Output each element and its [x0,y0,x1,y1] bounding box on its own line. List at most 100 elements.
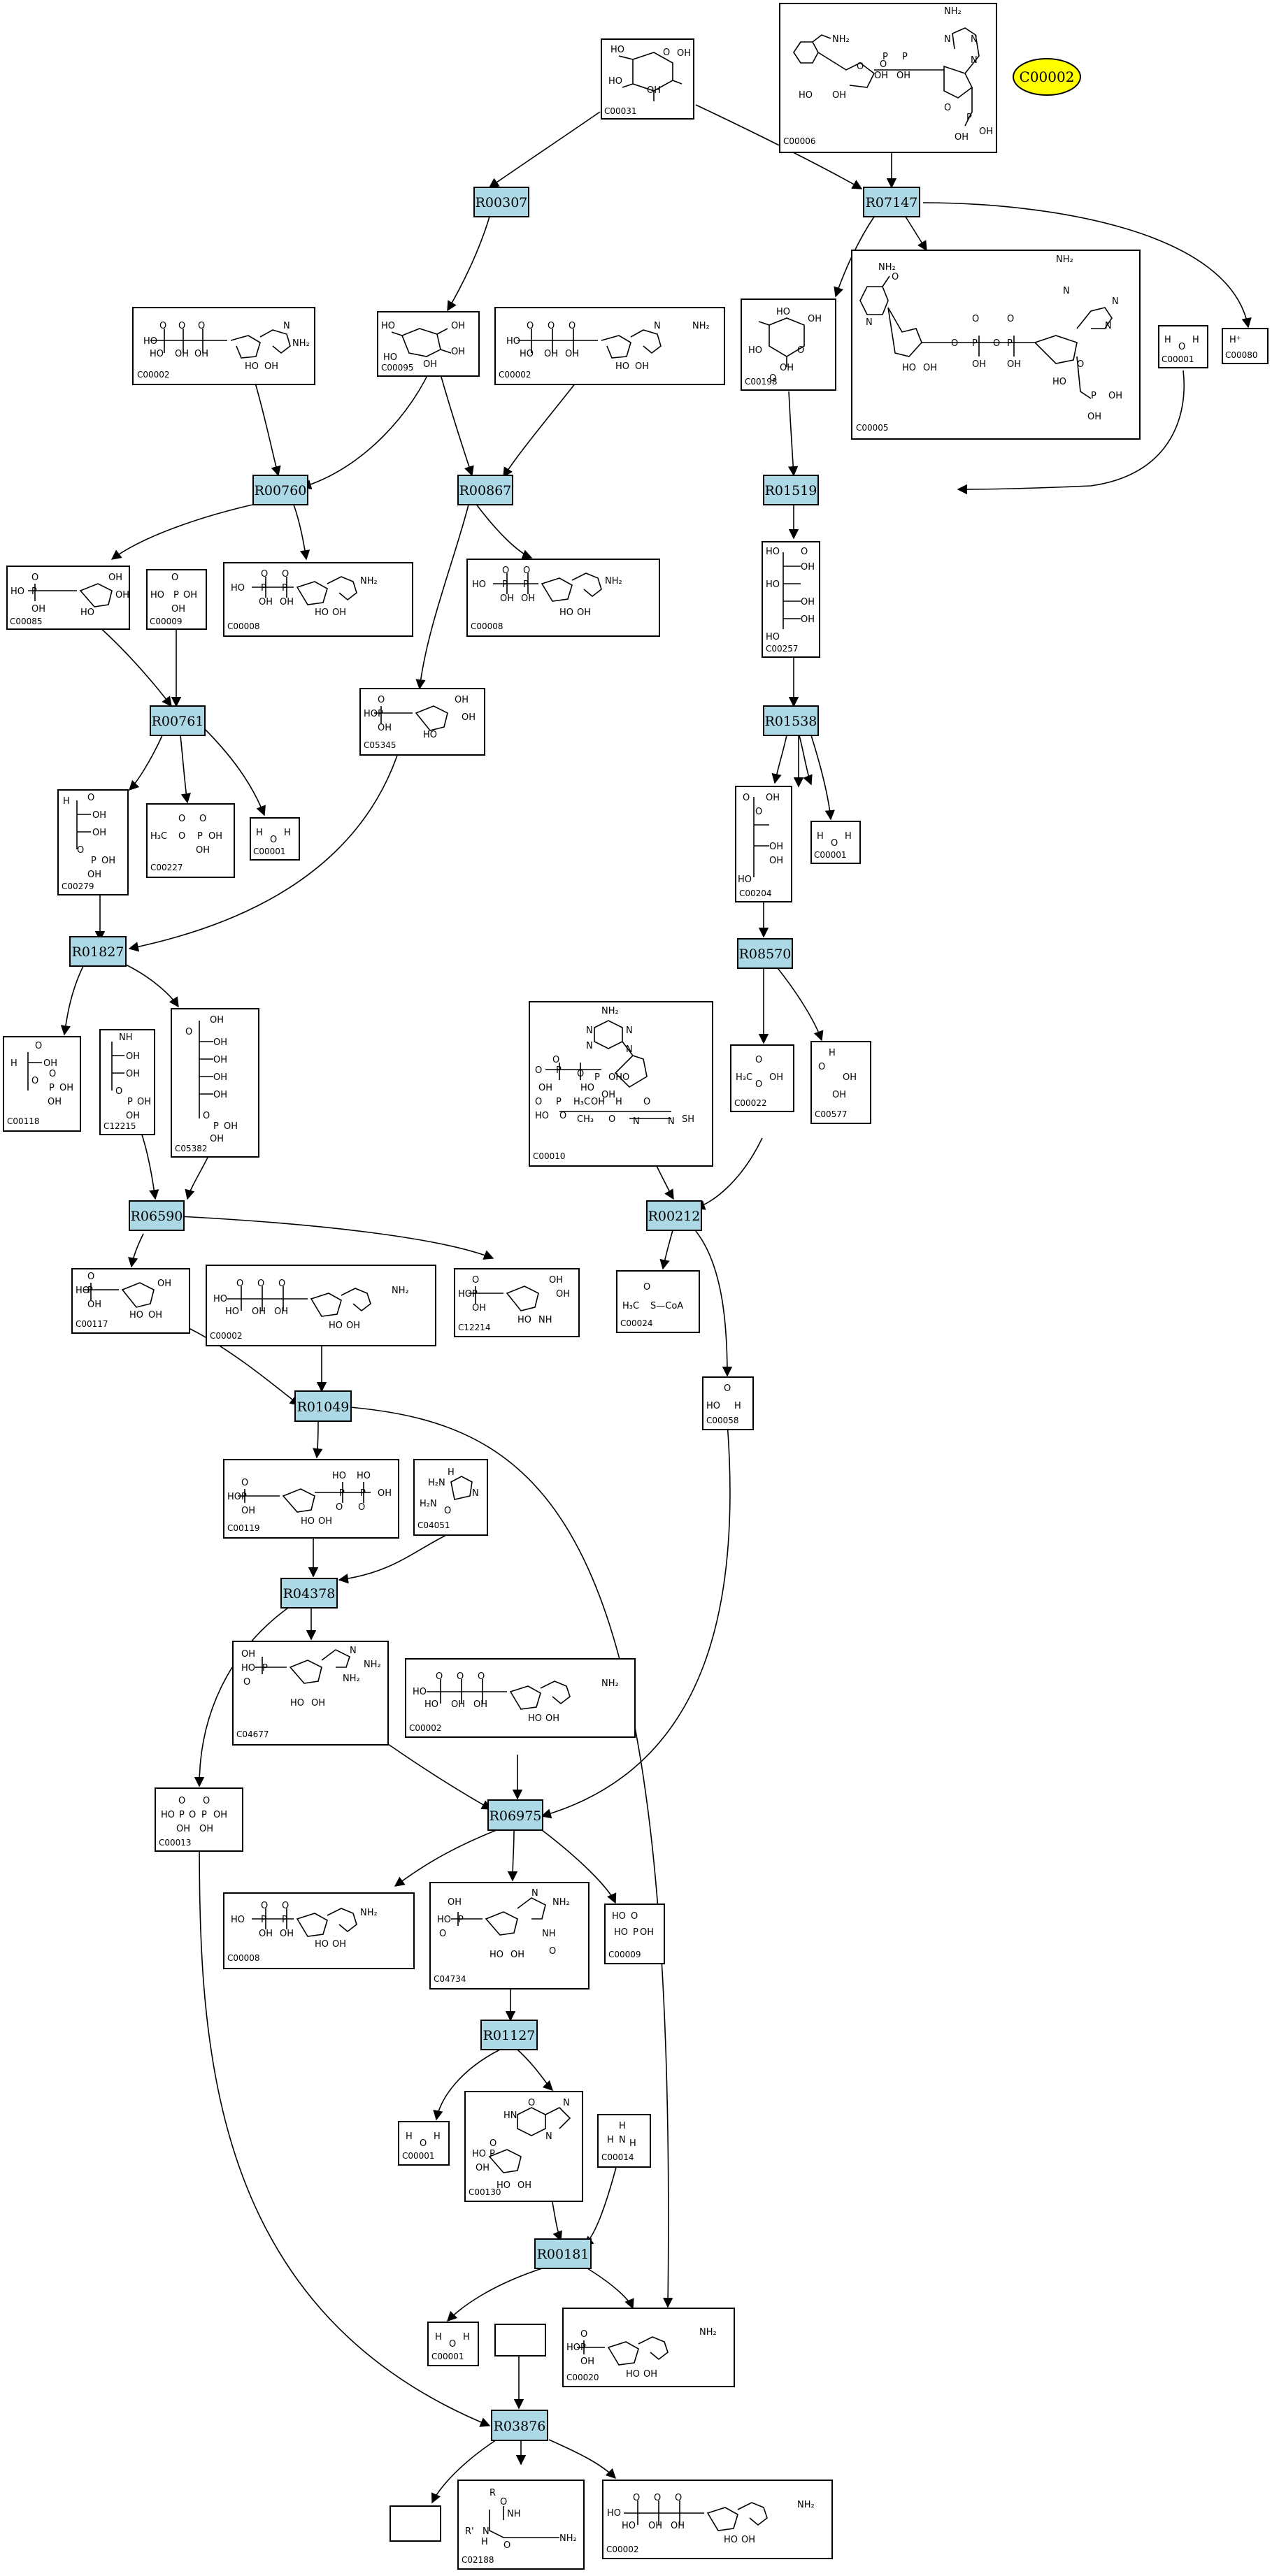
compound-node[interactable]: HO O O P P OH OH NH₂ HO OH C00008 [223,1892,415,1969]
compound-label: C00008 [227,621,260,631]
compound-node[interactable]: O O H₃C O P OH OH C00227 [146,803,235,878]
compound-node[interactable]: OH O OH OH OH OH O P OH OH C05382 [171,1008,259,1158]
compound-node[interactable]: O HN N N HO O P OH HO OH C00130 [464,2091,583,2202]
compound-node[interactable]: HO O P OH OH OH HO C00085 [6,566,130,630]
compound-node[interactable]: HO O O O HO OH OH N NH₂ HO OH C00002 [494,307,725,385]
svg-text:OH: OH [199,1824,213,1834]
svg-text:P: P [523,580,529,590]
svg-text:OH: OH [175,349,189,359]
compound-node[interactable]: HO O O O HO OH OH N NH₂ HO OH C00002 [132,307,315,385]
svg-text:O: O [892,272,899,282]
compound-node[interactable]: HO O O O HO OH OH NH₂ HO OH C00002 [405,1658,636,1738]
compound-node[interactable]: HO OH OH HO OH C00095 [377,311,480,377]
svg-text:OH: OH [462,712,476,723]
svg-text:HO: HO [902,363,916,373]
reaction-node[interactable]: R01519 [763,475,819,505]
reaction-node[interactable]: R06975 [487,1799,543,1831]
compound-nodes: O OH HO HO OH C00031 NH₂ O O P P OH OH N… [3,3,1269,2570]
reaction-label: R06975 [490,1808,542,1824]
svg-text:O: O [880,59,887,70]
compound-node[interactable]: H H₂N N H₂N O C04051 [413,1459,488,1536]
compound-node[interactable]: NH₂ O O P P OH OH NH₂ N N N P OH OH HO O… [779,3,997,153]
compound-node[interactable]: HO O OH HO OH OH HO C00257 [762,541,820,658]
svg-text:P: P [87,1286,93,1296]
compound-node[interactable]: O OH O OH OH HO C00204 [735,786,792,902]
svg-text:O: O [178,831,185,842]
svg-text:OH: OH [183,590,197,600]
compound-node[interactable]: H H N H C00014 [597,2114,651,2168]
compound-node[interactable]: O O HO P O P OH OH OH C00013 [155,1787,243,1852]
reaction-node[interactable]: R03876 [491,2410,548,2441]
compound-node[interactable]: HO O P OH HO HO P P OH O O HO OH C00119 [223,1459,399,1539]
compound-label: C00002 [210,1331,243,1341]
compound-node[interactable]: HO O O P P OH OH NH₂ HO OH C00008 [466,559,660,637]
compound-node[interactable]: HO OH HO O OH O C00198 [741,298,836,391]
svg-text:O: O [633,2493,640,2503]
reaction-node[interactable]: R00761 [150,705,206,736]
reaction-node[interactable]: R00181 [534,2238,592,2269]
svg-text:SH: SH [682,1114,694,1125]
compound-node[interactable]: OH HO P O N NH₂ NH O HO OH C04734 [429,1882,590,1989]
reaction-node[interactable]: R00212 [646,1200,702,1231]
compound-node[interactable]: HO O P OH OH OH HO C05345 [359,688,485,756]
reaction-node[interactable]: R01049 [294,1390,352,1422]
compound-node[interactable]: H O H C00001 [398,2121,450,2166]
svg-text:OH: OH [92,810,106,821]
svg-text:OH: OH [346,1321,360,1331]
svg-text:HO: HO [80,607,94,618]
compound-node[interactable]: O OH HO HO OH C00031 [601,38,694,120]
compound-node[interactable]: H O H C00001 [810,821,861,864]
compound-node[interactable]: R O NH R' N H O NH₂ C02188 [457,2480,585,2570]
compound-label: C00024 [620,1318,653,1328]
compound-node[interactable]: NH₂ O N O O P OH O O P OH NH₂ N N N O P … [851,250,1141,440]
svg-text:HO: HO [622,2521,636,2531]
compound-node[interactable]: O H₃C O OH C00022 [730,1044,794,1112]
reaction-node[interactable]: R01827 [69,936,127,967]
compound-label: C04734 [434,1974,466,1984]
compound-node[interactable]: HO O P OH OH OH HO NH C12214 [454,1268,580,1337]
svg-text:O: O [755,1055,762,1065]
compound-node[interactable]: O H OH O O P OH OH C00118 [3,1036,81,1132]
svg-text:OH: OH [549,1275,563,1286]
svg-text:OH: OH [455,695,469,705]
reaction-node[interactable]: R00867 [457,475,513,505]
compound-node[interactable]: HO O P OH OH HO OH C00117 [71,1268,190,1334]
compound-node[interactable]: O HO H C00058 [702,1376,754,1430]
compound-node[interactable]: NH₂ N N N N O O P O P OH O OH HO OH O P … [529,1001,713,1167]
svg-text:OH: OH [801,597,815,607]
reaction-node[interactable]: R06590 [129,1200,185,1231]
svg-text:O: O [535,1097,542,1107]
compound-node[interactable]: NH OH OH O P OH OH C12215 [99,1029,155,1135]
reaction-node[interactable]: R00760 [252,475,308,505]
reaction-node[interactable]: R00307 [473,187,529,217]
compound-node[interactable]: OH HO P O N NH₂ NH₂ HO OH C04677 [232,1641,389,1746]
svg-text:OH: OH [780,363,794,373]
compound-label: C00009 [608,1950,641,1959]
compound-node[interactable]: H O H C00001 [1158,325,1208,368]
highlight-node[interactable]: C00002 [1013,58,1081,96]
compound-node[interactable]: H O OH OH C00577 [810,1041,871,1124]
compound-node[interactable]: H O H C00001 [250,817,300,861]
svg-text:NH: NH [542,1929,556,1939]
compound-node[interactable] [390,2505,441,2542]
svg-text:HO: HO [766,580,780,590]
compound-node[interactable]: HO O P OH NH₂ HO OH C00020 [562,2308,735,2387]
reaction-node[interactable]: R04378 [280,1578,338,1609]
reaction-label: R01127 [483,2028,536,2043]
compound-node[interactable]: H O H C00001 [427,2322,479,2366]
compound-label: C00002 [409,1723,442,1733]
compound-node[interactable]: O H₃C S—CoA C00024 [616,1270,700,1333]
compound-node[interactable]: HO O O O HO OH OH NH₂ HO OH C00002 [206,1265,436,1346]
compound-node[interactable]: HO O O O HO OH OH NH₂ HO OH C00002 [602,2480,833,2559]
compound-node[interactable]: H⁺ C00080 [1222,328,1269,364]
reaction-node[interactable]: R07147 [863,187,920,217]
reaction-node[interactable]: R01127 [480,2020,538,2050]
compound-node[interactable]: HO O O P P OH OH NH₂ HO OH C00008 [223,562,413,637]
reaction-node[interactable]: R01538 [763,705,819,736]
compound-node[interactable] [494,2324,546,2356]
compound-node[interactable]: H O OH OH O P OH OH C00279 [57,789,129,895]
compound-node[interactable]: O HO P OH OH C00009 [146,569,207,630]
reaction-node[interactable]: R08570 [737,938,793,969]
compound-node[interactable]: HO O HO P OH C00009 [604,1904,665,1964]
svg-text:O: O [444,1506,451,1516]
